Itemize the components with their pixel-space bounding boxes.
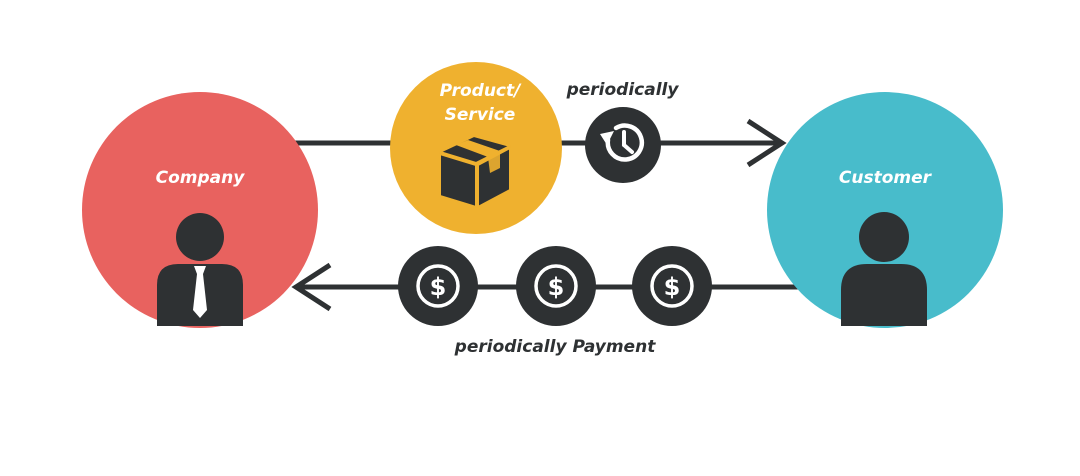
person-icon [841,212,927,326]
businessman-icon [157,213,243,326]
dollar-coin-icon: $ [632,246,712,326]
payment-arrowhead [291,262,332,312]
customer-circle [767,92,1003,328]
company-circle [82,92,318,328]
customer-label: Customer [838,168,932,188]
svg-text:$: $ [664,273,681,301]
dollar-coin-icon: $ [516,246,596,326]
svg-text:$: $ [430,273,447,301]
periodically-label: periodically [566,80,679,100]
box-icon [439,135,511,208]
svg-text:$: $ [548,273,565,301]
delivery-arrowhead [746,118,787,168]
payment-label: periodically Payment [454,337,656,357]
clock-refresh-icon [600,123,644,162]
company-label: Company [155,168,245,188]
product-label-line2: Service [444,105,516,125]
product-label-line1: Product/ [439,81,521,101]
dollar-coin-icon: $ [398,246,478,326]
